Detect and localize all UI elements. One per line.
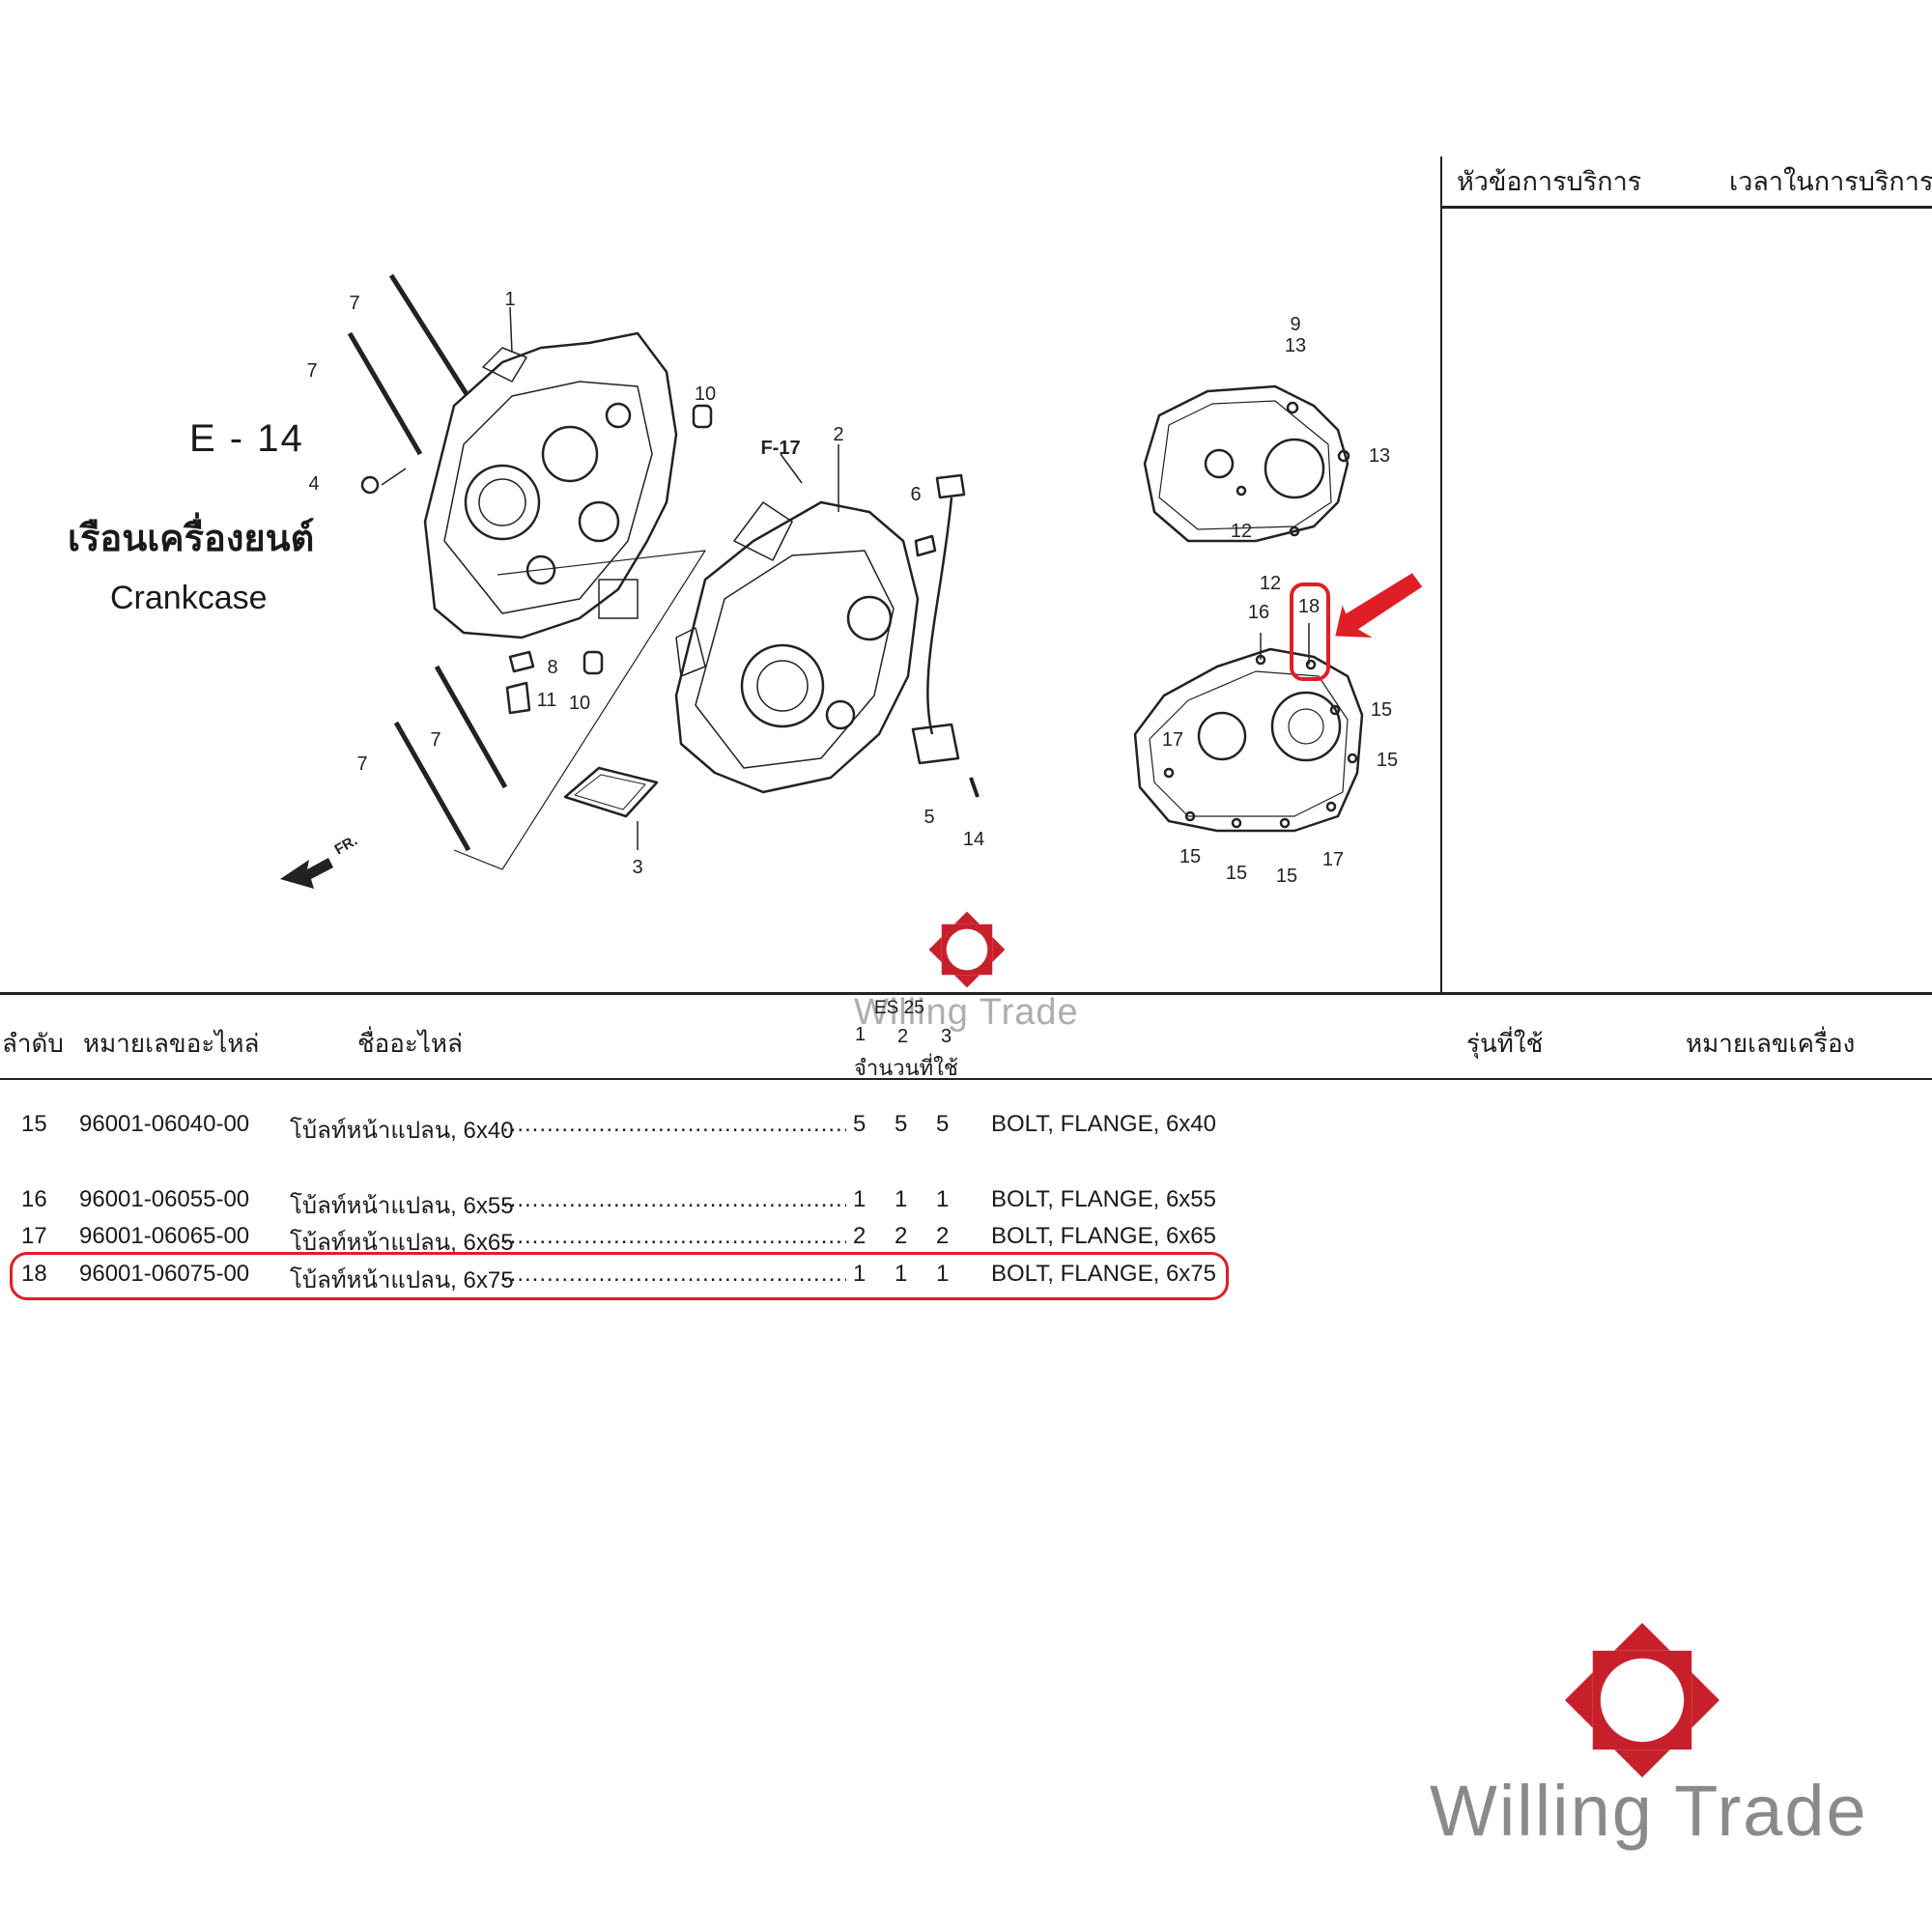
service-panel-header-rule [1442,206,1932,209]
service-time-label: เวลาในการบริการ [1729,167,1932,196]
header-col-2: 2 [897,1026,909,1047]
header-model: รุ่นที่ใช้ [1466,1029,1544,1058]
svg-text:10: 10 [695,384,716,405]
svg-text:18: 18 [1298,596,1320,617]
row-18-highlight-box [10,1252,1229,1300]
header-qty: จำนวนที่ใช้ [854,1056,958,1080]
right-crankcase-half [674,500,920,794]
left-crankcase-half [423,331,678,639]
header-col-3: 3 [941,1026,952,1047]
table-row-highlighted: 18 96001-06075-00 โบ้ลท์หน้าแปลน, 6x75 .… [21,1261,1216,1293]
header-model-codes: ES 25 [874,998,924,1018]
svg-text:16: 16 [1248,602,1269,623]
svg-text:15: 15 [1276,866,1297,887]
service-topic-label: หัวข้อการบริการ [1457,167,1642,196]
header-part-name: ชื่ออะไหล่ [357,1029,463,1058]
svg-text:6: 6 [910,484,921,505]
crankcase-exploded-diagram: 1 2 3 4 5 6 7 7 7 7 8 9 10 10 11 12 12 1… [280,273,1423,889]
service-panel-divider [1440,156,1442,994]
brand-logo-large [1565,1623,1719,1777]
svg-text:15: 15 [1179,846,1201,867]
svg-text:11: 11 [537,690,557,711]
brand-logo-small [927,910,1007,989]
table-row: 15 96001-06040-00 โบ้ลท์หน้าแปลน, 6x40 .… [21,1111,1216,1144]
svg-text:5: 5 [923,807,934,828]
table-row: 17 96001-06065-00 โบ้ลท์หน้าแปลน, 6x65 .… [21,1223,1216,1256]
svg-text:9: 9 [1290,314,1300,335]
ref-label-f17: F-17 [760,438,800,459]
svg-text:12: 12 [1231,521,1252,542]
svg-text:14: 14 [963,829,984,850]
svg-text:12: 12 [1260,573,1281,594]
table-top-rule [0,992,1932,995]
table-header-rule [0,1078,1932,1080]
header-col-1: 1 [855,1024,867,1045]
svg-text:4: 4 [308,473,319,495]
section-title-thai: เรือนเครื่องยนต์ [68,519,315,559]
svg-text:17: 17 [1162,729,1183,751]
highlight-arrow-icon [1335,573,1423,639]
svg-text:13: 13 [1285,335,1306,356]
svg-text:3: 3 [632,857,642,878]
brand-name-large: Willing Trade [1430,1771,1868,1851]
svg-text:7: 7 [306,360,317,382]
brand-watermark-small: Willing Trade [854,992,1079,1033]
svg-text:15: 15 [1226,863,1247,884]
svg-text:8: 8 [547,657,557,678]
upper-right-cover [1143,384,1350,543]
header-part-no: หมายเลขอะไหล่ [83,1029,260,1058]
svg-text:7: 7 [430,729,440,751]
part-18-highlight-box [1290,582,1330,681]
svg-text:13: 13 [1369,445,1390,467]
header-no: ลำดับ [2,1029,64,1058]
svg-text:7: 7 [349,293,359,314]
table-row: 16 96001-06055-00 โบ้ลท์หน้าแปลน, 6x55 .… [21,1186,1216,1219]
front-direction-label: FR. [332,833,360,859]
svg-text:1: 1 [504,289,515,310]
lower-right-cover [1133,623,1364,833]
svg-text:15: 15 [1377,750,1398,771]
svg-text:7: 7 [356,753,367,775]
svg-text:10: 10 [569,693,590,714]
section-title-english: Crankcase [110,580,268,616]
svg-text:17: 17 [1322,849,1344,870]
section-code: E - 14 [189,417,304,460]
svg-text:2: 2 [833,424,843,445]
header-engine-no: หมายเลขเครื่อง [1686,1029,1856,1058]
svg-text:15: 15 [1371,699,1392,721]
